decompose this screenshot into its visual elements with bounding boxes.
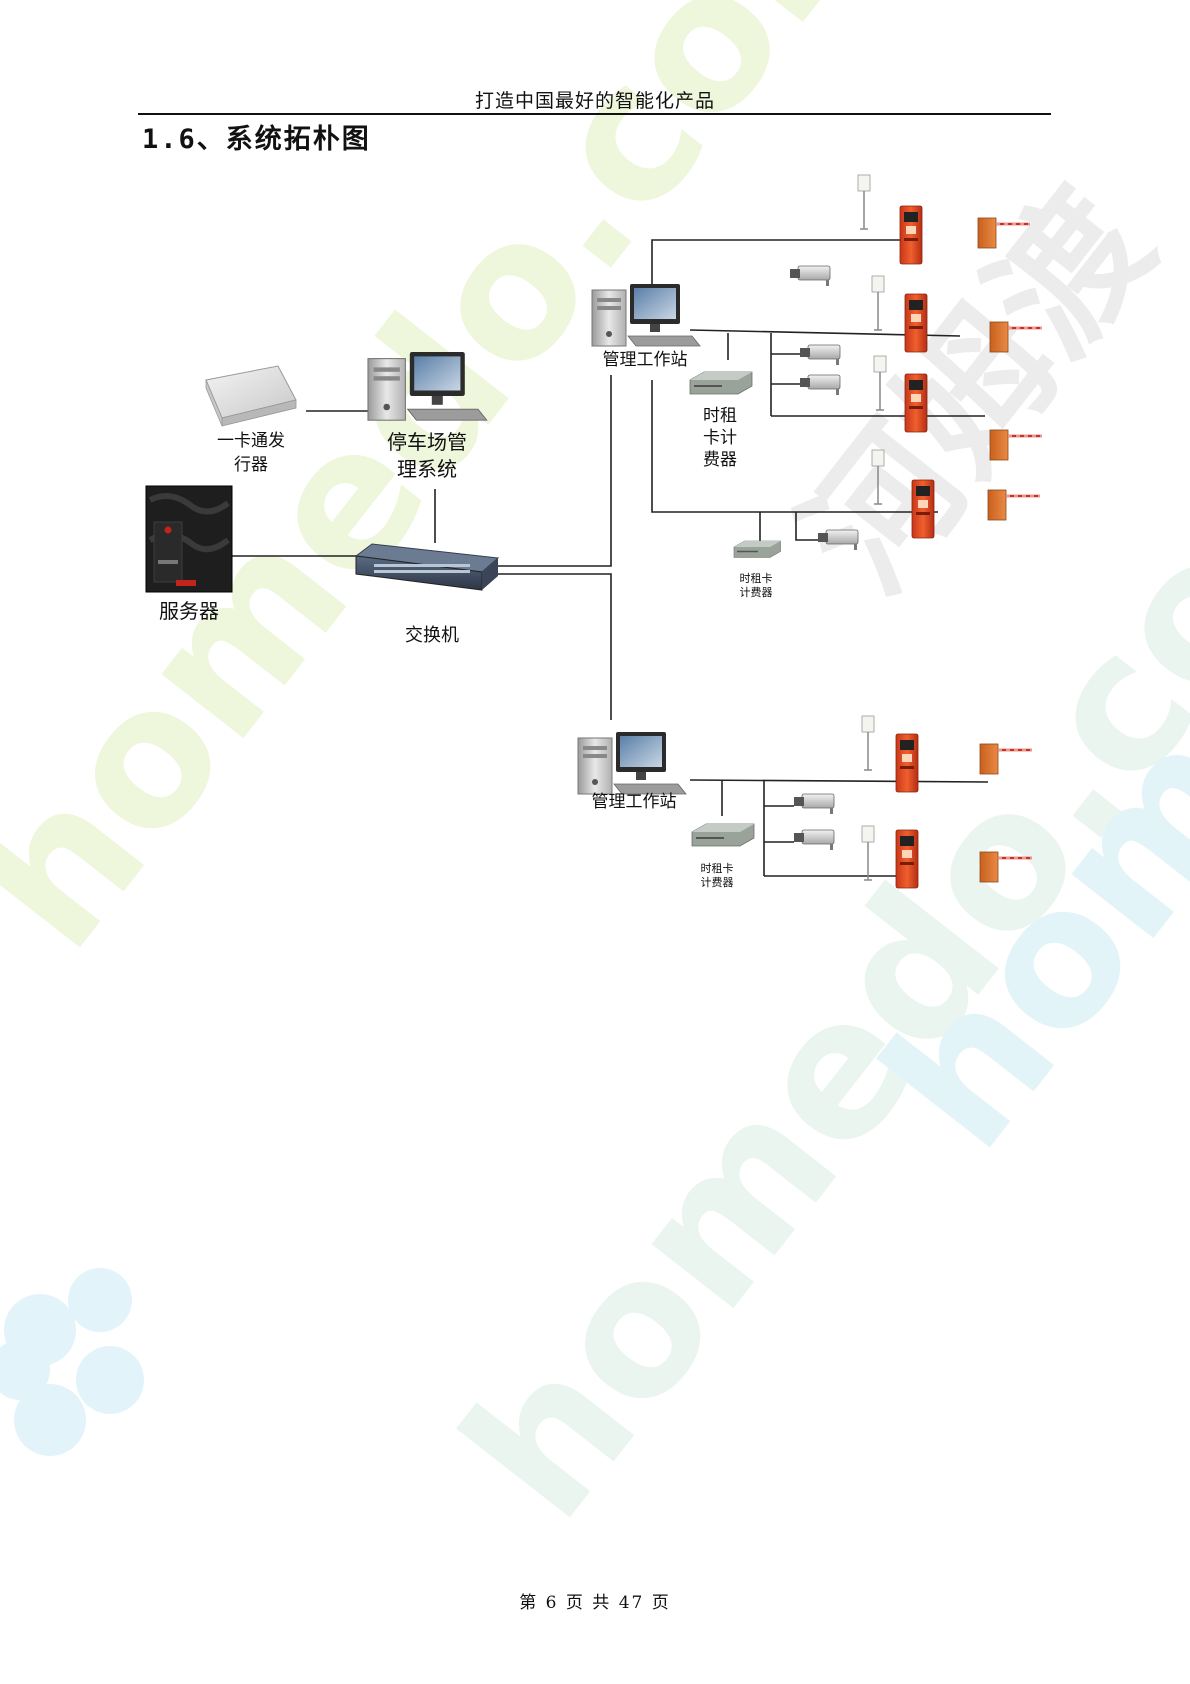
card-issuer-device	[205, 365, 297, 427]
ticket-kiosk-icon	[904, 293, 928, 353]
page-header: 打造中国最好的智能化产品	[474, 90, 715, 112]
header-rule	[138, 113, 1051, 115]
antenna-icon	[873, 355, 887, 411]
parking-meter-icon	[733, 540, 781, 558]
parking-system-computer-icon	[367, 351, 488, 421]
workstation-top-label: 管理工作站	[603, 350, 688, 370]
meter-bottom-line1: 时租卡	[701, 862, 734, 875]
antenna-icon	[861, 825, 875, 881]
workstation-bottom-label: 管理工作站	[592, 792, 677, 812]
camera-icon	[789, 265, 831, 287]
camera-icon	[793, 793, 835, 815]
barrier-gate-icon	[978, 850, 1034, 884]
camera-icon	[799, 374, 841, 396]
meter-top-main-line2: 卡计	[703, 428, 737, 448]
ticket-kiosk-icon	[904, 373, 928, 433]
ticket-kiosk-icon	[895, 733, 919, 793]
barrier-gate-icon	[988, 320, 1044, 354]
meter-top-small-line1: 时租卡	[740, 572, 773, 585]
meter-top-main-line1: 时租	[703, 406, 737, 426]
camera-icon	[793, 829, 835, 851]
barrier-gate-icon	[988, 428, 1044, 462]
server-icon	[145, 485, 233, 593]
server-label: 服务器	[159, 599, 219, 623]
workstation-top-computer-icon	[591, 283, 701, 347]
ticket-kiosk-icon	[895, 829, 919, 889]
ticket-kiosk-icon	[899, 205, 923, 265]
switch-icon	[354, 543, 500, 591]
parking-system-label-line1: 停车场管	[387, 430, 467, 454]
switch-label: 交换机	[405, 625, 459, 646]
meter-top-main-line3: 费器	[703, 450, 737, 470]
card-issuer-label-line2: 行器	[234, 455, 268, 475]
camera-icon	[799, 344, 841, 366]
section-title: 1.6、系统拓朴图	[142, 124, 371, 155]
meter-top-small-line2: 计费器	[740, 586, 773, 599]
antenna-icon	[871, 449, 885, 505]
page-footer: 第 6 页 共 47 页	[519, 1593, 671, 1613]
workstation-bottom-computer-icon	[577, 731, 687, 795]
barrier-gate-icon	[976, 216, 1032, 250]
antenna-icon	[871, 275, 885, 331]
antenna-icon	[857, 174, 871, 230]
parking-meter-icon	[689, 371, 753, 395]
parking-system-label-line2: 理系统	[397, 457, 457, 481]
connection-lines	[232, 239, 989, 877]
meter-bottom-line2: 计费器	[701, 876, 734, 889]
camera-icon	[817, 529, 859, 551]
card-issuer-label-line1: 一卡通发	[217, 431, 285, 451]
ticket-kiosk-icon	[911, 479, 935, 539]
barrier-gate-icon	[978, 742, 1034, 776]
parking-meter-icon	[691, 823, 755, 847]
barrier-gate-icon	[986, 488, 1042, 522]
antenna-icon	[861, 715, 875, 771]
